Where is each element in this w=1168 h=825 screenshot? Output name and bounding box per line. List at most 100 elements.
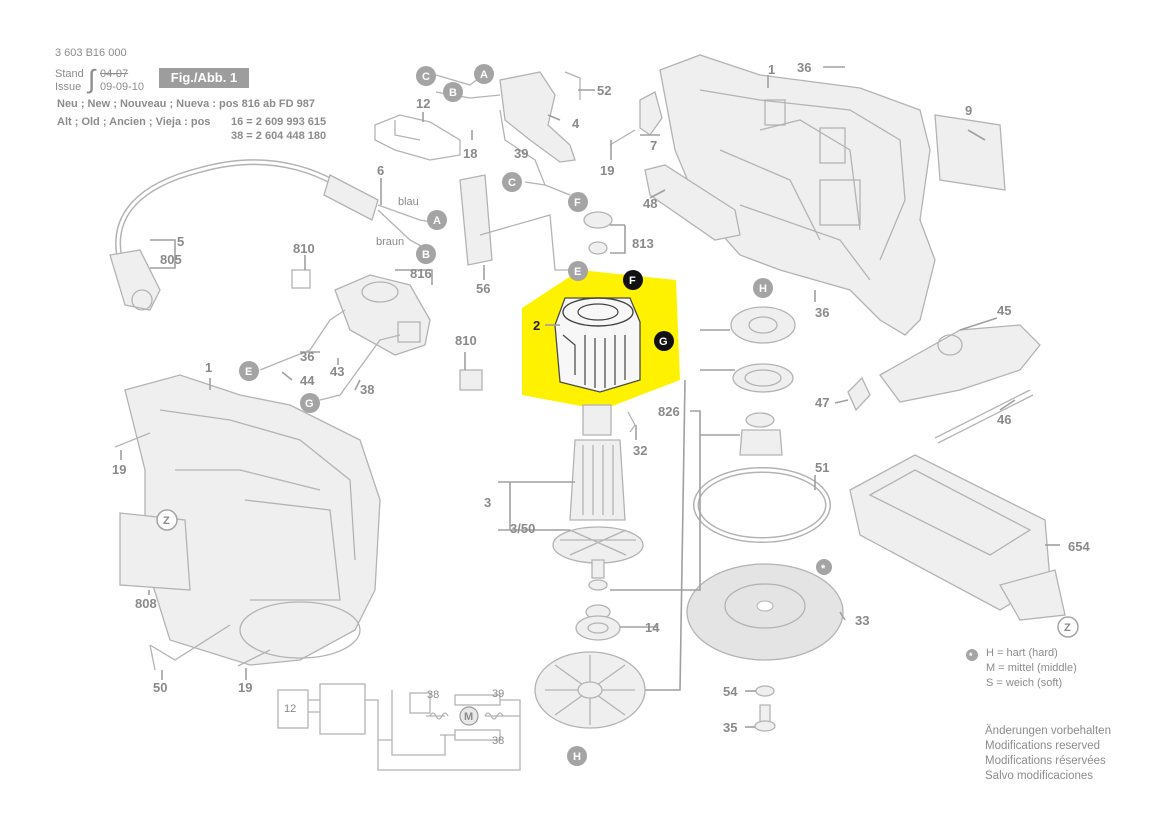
plate-808-drawing [119, 512, 191, 591]
part-number-19-left: 19 [112, 462, 126, 477]
sanding-pad-33-drawing [686, 563, 844, 661]
part-number-7: 7 [650, 138, 657, 153]
wire-label-braun: braun [376, 236, 404, 248]
part-number-48: 48 [643, 196, 657, 211]
bearing-826-drawing [730, 306, 796, 456]
schematic-12: 12 [284, 703, 296, 715]
field-coil-2-highlight [522, 270, 680, 410]
wire-label-blau: blau [398, 196, 419, 208]
wiring-schematic-drawing [277, 683, 521, 771]
callout-F-coil: F [629, 275, 636, 287]
schematic-39: 39 [492, 688, 504, 700]
part-number-1-top: 1 [768, 62, 775, 77]
note-fr: Modifications réservées [985, 755, 1106, 767]
part-number-5: 5 [177, 234, 184, 249]
part-number-6: 6 [377, 163, 384, 178]
part-number-18: 18 [463, 146, 477, 161]
ring-51-drawing [693, 467, 831, 543]
callout-E-left: E [245, 366, 252, 378]
callout-B-cord: B [422, 249, 430, 261]
screw-19-left-drawing [114, 432, 151, 448]
schematic-38-bottom: 38 [492, 735, 504, 747]
part-number-810-top: 810 [293, 241, 315, 256]
leader-lines [120, 66, 1060, 728]
plate-9-drawing [934, 114, 1006, 191]
part-32-drawing [627, 411, 636, 433]
new-date: 09-09-10 [100, 81, 145, 93]
switch-816-drawing [291, 269, 431, 356]
part-number-50: 50 [153, 680, 167, 695]
callouts: C A B C F A B E F G H E G Z Z * H M * [156, 64, 1079, 766]
legend-star: * [969, 651, 973, 661]
part-number-39-top: 39 [514, 146, 528, 161]
legend-soft: S = weich (soft) [986, 677, 1063, 689]
modifications-note: Änderungen vorbehalten Modifications res… [985, 724, 1111, 784]
part-number-810-mid: 810 [455, 333, 477, 348]
screw-19-bot-drawing [237, 649, 271, 667]
motor-symbol-M: M [464, 711, 473, 723]
part-number-54: 54 [723, 684, 738, 699]
part-number-826: 826 [658, 404, 680, 419]
part-number-808: 808 [135, 596, 157, 611]
part-number-36-mid: 36 [300, 349, 314, 364]
note-de: Änderungen vorbehalten [985, 725, 1111, 737]
callout-A-cord: A [433, 215, 441, 227]
part-number-45: 45 [997, 303, 1011, 318]
part-number-44: 44 [300, 373, 315, 388]
handle-45-drawing [879, 324, 1041, 403]
part-number-36-top: 36 [797, 60, 811, 75]
callout-A-top: A [480, 69, 488, 81]
part-number-14: 14 [645, 620, 660, 635]
callout-F-mid: F [574, 197, 581, 209]
part-number-56: 56 [476, 281, 490, 296]
part-48-drawing [644, 164, 741, 241]
part-number-47: 47 [815, 395, 829, 410]
callout-G-left: G [305, 398, 314, 410]
part-number-43: 43 [330, 364, 344, 379]
figure-label: Fig./Abb. 1 [159, 68, 249, 88]
part-number-labels: 1 36 52 4 12 18 39 7 19 48 9 6 5 805 810… [112, 60, 1090, 747]
dust-box-654-drawing [849, 454, 1066, 621]
part-number-813: 813 [632, 236, 654, 251]
callout-B-top: B [449, 87, 457, 99]
housing-right-drawing [659, 54, 936, 336]
knob-47-drawing [847, 376, 871, 412]
part-number-3-50: 3/50 [510, 521, 535, 536]
armature-3-drawing [552, 404, 644, 579]
bolt-46-drawing [934, 389, 1034, 444]
hex-wrench-50-drawing [149, 624, 231, 671]
callout-C-top: C [422, 71, 430, 83]
part-number-19-bot: 19 [238, 680, 252, 695]
drawing-number: 3 603 B16 000 [55, 47, 127, 59]
part-number-3: 3 [484, 495, 491, 510]
part-810-drawing [459, 369, 483, 391]
part-number-4: 4 [572, 116, 580, 131]
part-number-46: 46 [997, 412, 1011, 427]
housing-left-drawing [124, 374, 381, 666]
callout-C-mid: C [508, 177, 516, 189]
part-number-816: 816 [410, 266, 432, 281]
callout-Z-left: Z [163, 515, 170, 527]
new-position-line: Neu ; New ; Nouveau ; Nueva : pos 816 ab… [57, 98, 315, 110]
part-number-36-right: 36 [815, 305, 829, 320]
part-56-drawing [459, 174, 493, 266]
callout-H-top: H [759, 283, 767, 295]
part-number-38-mid: 38 [360, 382, 374, 397]
legend-hard: H = hart (hard) [986, 647, 1058, 659]
legend-middle: M = mittel (middle) [986, 662, 1077, 674]
schematic-38-top: 38 [427, 689, 439, 701]
old-position-38: 38 = 2 604 448 180 [231, 130, 327, 142]
old-date: 04-07 [100, 68, 129, 80]
callout-E-top: E [574, 266, 581, 278]
old-position-16: 16 = 2 609 993 615 [231, 116, 327, 128]
old-position-line: Alt ; Old ; Ancien ; Vieja : pos [57, 116, 211, 128]
part-number-1-left: 1 [205, 360, 212, 375]
part-52-drawing [564, 71, 581, 100]
part-number-2: 2 [533, 318, 540, 333]
switch-4-drawing [499, 71, 576, 163]
part-number-9: 9 [965, 103, 972, 118]
part-number-35: 35 [723, 720, 737, 735]
bearing-813-drawing [583, 211, 613, 255]
bearing-14-fan-drawing [534, 579, 646, 729]
